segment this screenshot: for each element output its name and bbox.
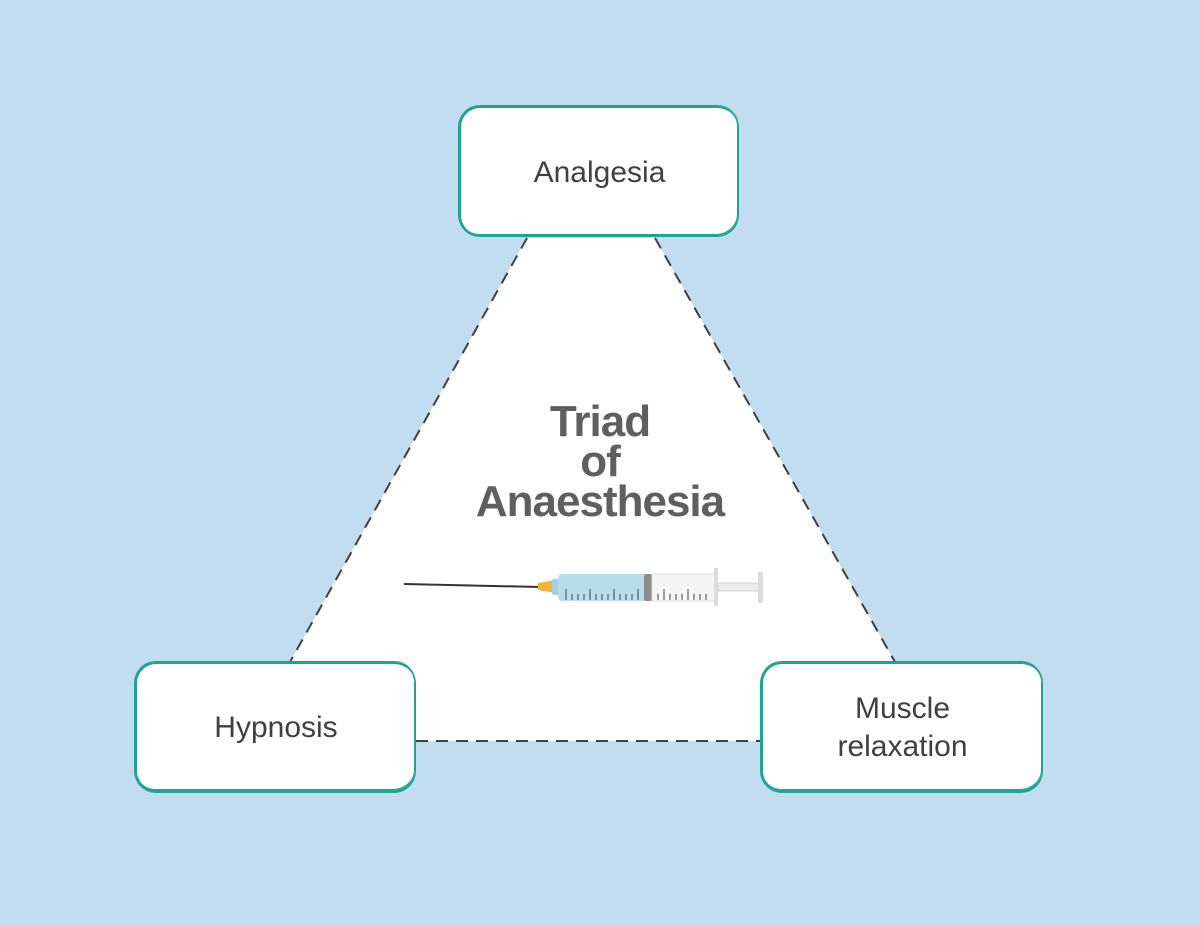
syringe-icon	[403, 568, 763, 606]
node-label-muscle-relaxation: Muscle relaxation	[837, 692, 968, 763]
edge-top-left	[289, 237, 528, 663]
title-line-2: of	[580, 437, 621, 486]
triangle-fill	[290, 238, 895, 741]
node-hypnosis: Hypnosis	[134, 661, 416, 793]
node-muscle-relaxation: Muscle relaxation	[760, 661, 1043, 793]
title-line-3: Anaesthesia	[475, 477, 725, 526]
diagram-title: Triad of Anaesthesia	[430, 397, 770, 526]
node-analgesia: Analgesia	[458, 105, 739, 237]
node-label-hypnosis: Hypnosis	[214, 711, 338, 744]
edge-top-right	[654, 237, 896, 663]
node-label-analgesia: Analgesia	[533, 155, 666, 189]
title-line-1: Triad	[549, 397, 651, 446]
